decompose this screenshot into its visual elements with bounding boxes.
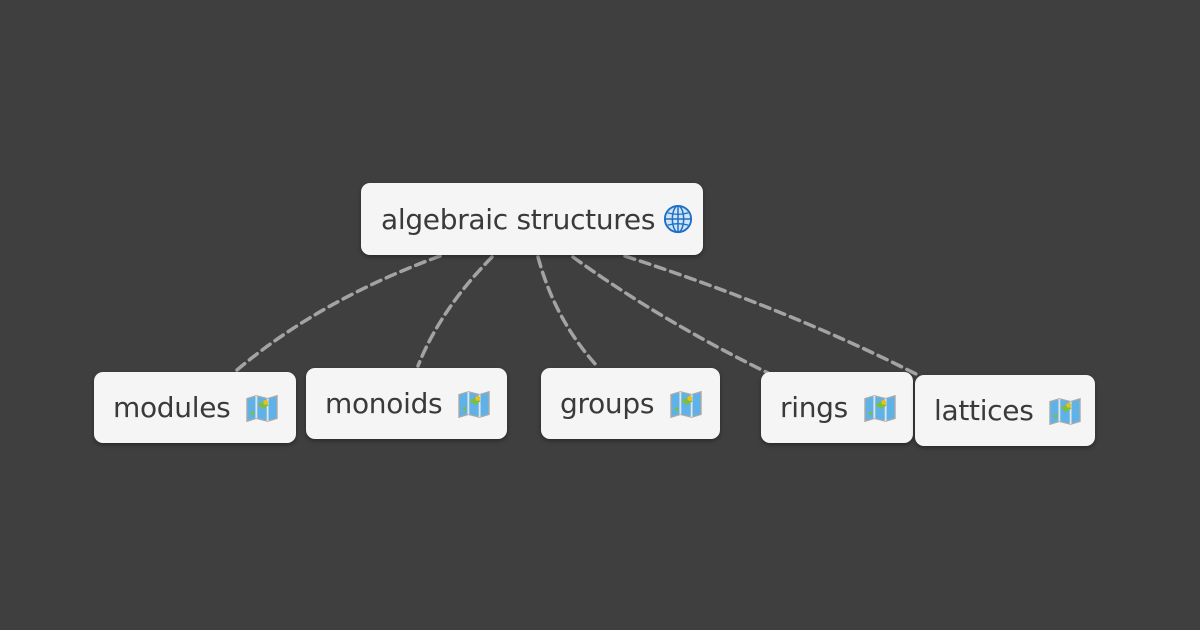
map-icon: [458, 390, 491, 418]
globe-icon: [664, 204, 693, 234]
map-icon: [864, 394, 896, 422]
map-icon: [1049, 397, 1082, 425]
connector-root-groups: [536, 255, 599, 368]
child-node-lattices[interactable]: lattices: [915, 375, 1095, 446]
child-node-label: monoids: [325, 387, 443, 420]
connector-root-modules: [235, 254, 442, 372]
child-node-monoids[interactable]: monoids: [306, 368, 507, 439]
child-node-label: groups: [560, 387, 655, 420]
connector-root-rings: [571, 255, 770, 375]
map-icon: [246, 394, 279, 422]
child-node-modules[interactable]: modules: [94, 372, 296, 443]
connector-root-lattices: [623, 254, 920, 377]
root-node-label: algebraic structures: [381, 202, 656, 236]
map-icon: [670, 390, 702, 418]
connector-root-monoids: [416, 255, 494, 368]
root-node[interactable]: algebraic structures: [361, 183, 703, 255]
child-node-groups[interactable]: groups: [541, 368, 720, 439]
child-node-label: rings: [780, 391, 848, 424]
child-node-label: lattices: [934, 394, 1034, 427]
child-node-rings[interactable]: rings: [761, 372, 913, 443]
child-node-label: modules: [113, 391, 231, 424]
